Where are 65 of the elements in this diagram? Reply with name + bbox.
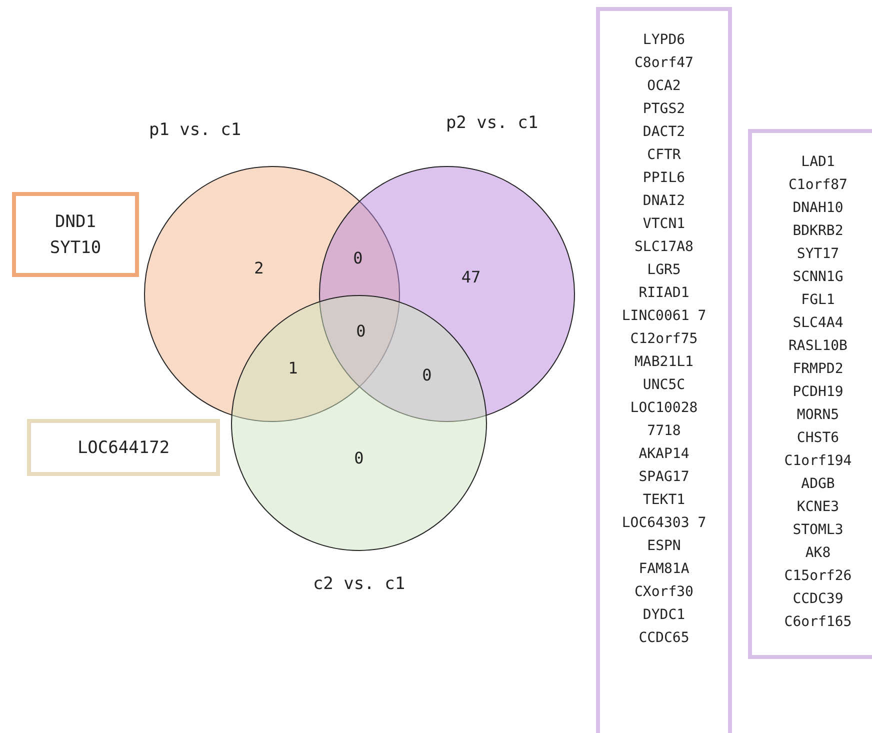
- gene-name: RIIAD1: [638, 284, 690, 303]
- gene-name: SYT10: [50, 236, 102, 260]
- region-count: 0: [353, 248, 363, 268]
- gene-name: CFTR: [647, 146, 681, 165]
- gene-name: KCNE3: [796, 498, 840, 517]
- gene-name: C6orf165: [784, 613, 852, 632]
- venn-circle: [231, 295, 487, 551]
- gene-name: ESPN: [647, 537, 681, 556]
- gene-name: SCNN1G: [792, 268, 844, 287]
- gene-box: [12, 192, 139, 277]
- set-title: p1 vs. c1: [148, 120, 242, 140]
- gene-name: FRMPD2: [792, 360, 844, 379]
- gene-name: OCA2: [647, 77, 681, 96]
- gene-name: C8orf47: [634, 54, 694, 73]
- gene-name: PTGS2: [642, 100, 686, 119]
- gene-name: SYT17: [796, 245, 840, 264]
- gene-name: BDKRB2: [792, 222, 844, 241]
- gene-name: LOC64303 7: [622, 514, 706, 533]
- gene-name: UNC5C: [642, 376, 686, 395]
- gene-name: LOC10028 7718: [629, 399, 699, 441]
- gene-name: CHST6: [796, 429, 840, 448]
- region-count: 0: [354, 448, 364, 468]
- gene-name: LOC644172: [77, 436, 170, 460]
- gene-name: CCDC39: [792, 590, 844, 609]
- gene-list-box: [748, 129, 872, 659]
- gene-name: ADGB: [801, 475, 835, 494]
- gene-name: PPIL6: [642, 169, 686, 188]
- gene-name: SLC4A4: [792, 314, 844, 333]
- gene-name: LYPD6: [642, 31, 686, 50]
- gene-name: DNAH10: [792, 199, 844, 218]
- gene-name: FAM81A: [638, 560, 690, 579]
- gene-name: AKAP14: [638, 445, 690, 464]
- gene-name: VTCN1: [642, 215, 686, 234]
- gene-name: C1orf87: [788, 176, 848, 195]
- gene-name: DNAI2: [642, 192, 686, 211]
- region-count: 0: [422, 366, 432, 384]
- set-title: p2 vs. c1: [446, 113, 538, 133]
- gene-name: MAB21L1: [634, 353, 694, 372]
- region-count: 1: [288, 358, 298, 378]
- region-count: 47: [461, 268, 481, 286]
- gene-name: MORN5: [796, 406, 840, 425]
- gene-name: DACT2: [642, 123, 686, 142]
- gene-name: RASL10B: [788, 337, 848, 356]
- gene-name: C15orf26: [784, 567, 852, 586]
- gene-name: DND1: [55, 210, 96, 234]
- gene-name: SPAG17: [638, 468, 690, 487]
- set-title: c2 vs. c1: [312, 574, 406, 594]
- gene-name: LAD1: [801, 153, 835, 172]
- gene-name: FGL1: [801, 291, 835, 310]
- gene-name: CXorf30: [634, 583, 694, 602]
- gene-name: CCDC65: [638, 629, 690, 648]
- gene-name: LINC0061 7: [622, 307, 706, 326]
- gene-name: AK8: [805, 544, 831, 563]
- gene-name: SLC17A8: [634, 238, 694, 257]
- gene-name: PCDH19: [792, 383, 844, 402]
- gene-list-box: [596, 7, 732, 733]
- region-count: 2: [254, 258, 264, 278]
- gene-box: [27, 419, 220, 476]
- gene-name: C12orf75: [630, 330, 698, 349]
- gene-name: DYDC1: [642, 606, 686, 625]
- gene-name: C1orf194: [784, 452, 852, 471]
- gene-name: LGR5: [647, 261, 681, 280]
- region-count: 0: [356, 322, 366, 340]
- gene-name: TEKT1: [642, 491, 686, 510]
- gene-name: STOML3: [792, 521, 844, 540]
